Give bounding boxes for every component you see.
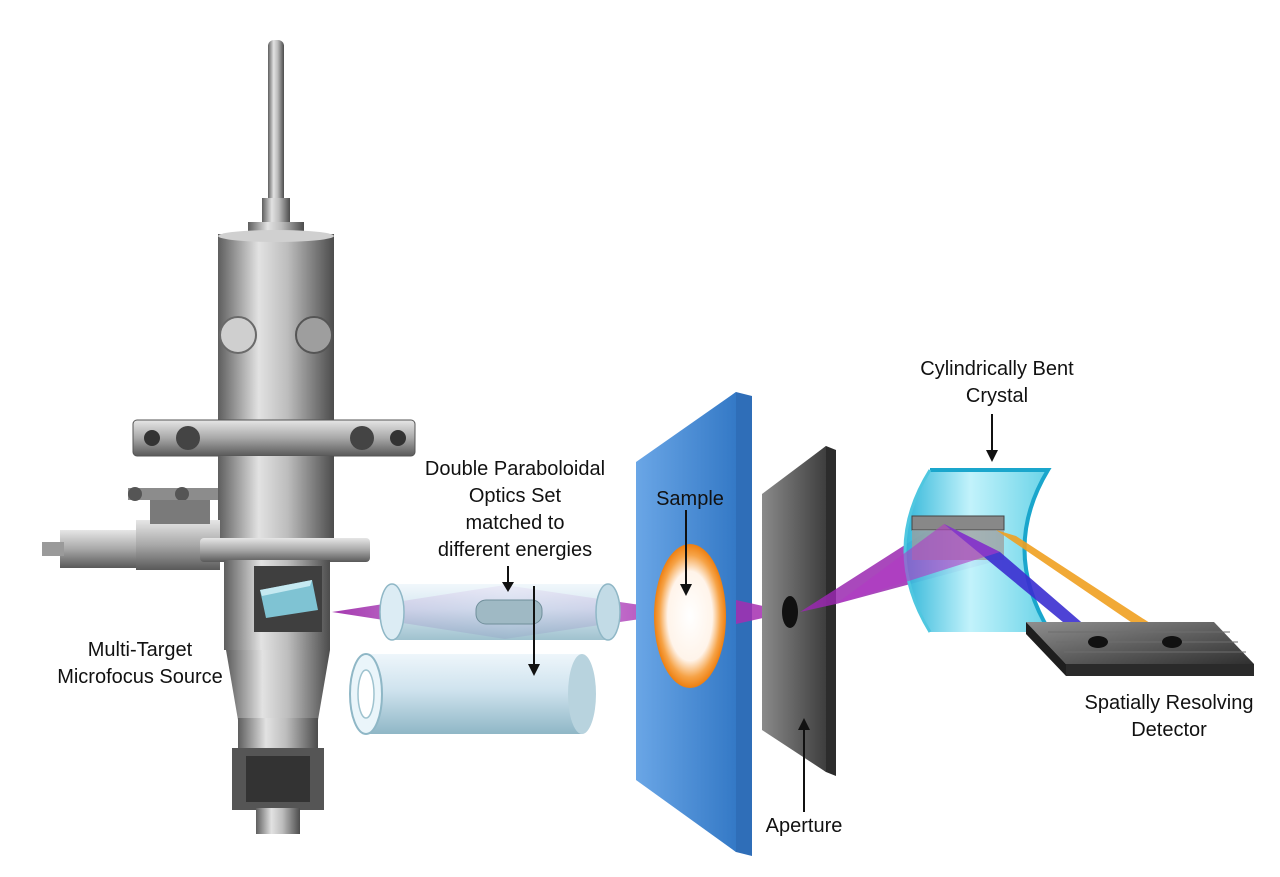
optics-arrow-upper	[502, 566, 514, 592]
source-label-line-1: Multi-Target	[87, 639, 193, 661]
detector-label: Spatially Resolving Detector	[1062, 690, 1276, 744]
diffracted-beam-orange	[996, 530, 1176, 646]
optics-label: Double Paraboloidal Optics Set matched t…	[380, 456, 650, 564]
optics-arrow-lower	[528, 586, 540, 676]
source-label: Multi-Target Microfocus Source	[30, 637, 250, 691]
detector-label-line-2: Detector	[1131, 719, 1207, 741]
multi-target-microfocus-source	[42, 40, 416, 834]
sample-label-text: Sample	[656, 488, 724, 510]
optics-label-line-2: Optics Set	[468, 485, 562, 507]
optics-label-line-3: matched to	[465, 512, 565, 534]
aperture-label: Aperture	[744, 813, 864, 840]
crystal-label-line-1: Cylindrically Bent	[920, 358, 1074, 380]
double-paraboloidal-optics	[349, 583, 621, 735]
spatially-resolving-detector	[1026, 622, 1254, 676]
crystal-label-line-2: Crystal	[965, 385, 1029, 407]
aperture-arrow	[798, 718, 810, 812]
source-label-line-2: Microfocus Source	[57, 666, 223, 688]
aperture-label-text: Aperture	[765, 815, 843, 837]
diffracted-beam-purple	[836, 524, 1000, 604]
sample-arrow	[680, 510, 692, 596]
optics-label-line-1: Double Paraboloidal	[424, 458, 606, 480]
crystal-label: Cylindrically Bent Crystal	[892, 356, 1102, 410]
aperture-panel	[762, 446, 836, 776]
crystal-arrow	[986, 414, 998, 462]
detector-label-line-1: Spatially Resolving	[1084, 692, 1254, 714]
sample-label: Sample	[640, 486, 740, 513]
sample-panel	[636, 392, 752, 856]
optics-label-line-4: different energies	[437, 539, 593, 561]
